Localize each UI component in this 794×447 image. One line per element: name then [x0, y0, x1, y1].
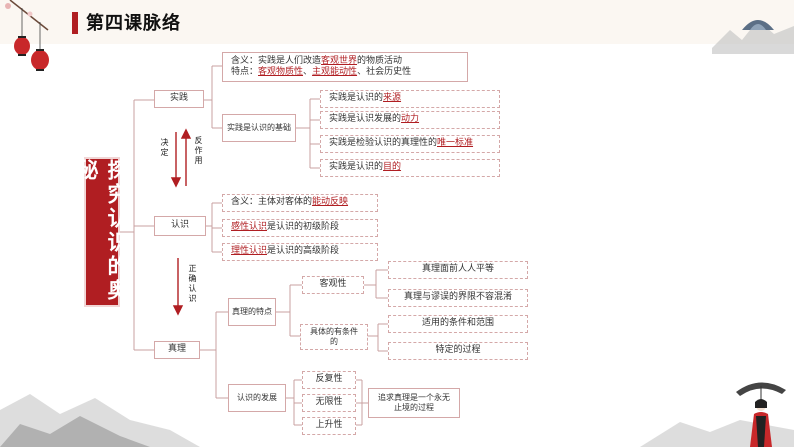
node-truth-features-label: 真理的特点 — [232, 307, 272, 316]
basis-item-standard-pre: 实践是检验认识的真理性的 — [329, 138, 438, 149]
cognition-rational-highlight: 理性认识 — [231, 246, 268, 257]
cognition-rational-post: 是认识的高级阶段 — [267, 246, 340, 257]
practice-traits-post: 、社会历史性 — [357, 67, 412, 77]
dev-item-repeatable: 反复性 — [302, 371, 356, 389]
node-concrete-line-1: 具体的有条件 — [310, 327, 358, 336]
node-practice-label: 实践 — [169, 93, 188, 104]
page-title: 第四课脉络 — [86, 13, 181, 34]
node-concrete-line-2: 的 — [330, 337, 338, 346]
dev-item-repeatable-label: 反复性 — [315, 374, 343, 385]
objective-item-boundary: 真理与谬误的界限不容混淆 — [388, 289, 528, 307]
node-objective: 客观性 — [302, 276, 364, 294]
cognition-meaning-highlight: 能动反映 — [312, 197, 349, 208]
objective-item-boundary-label: 真理与谬误的界限不容混淆 — [403, 292, 512, 303]
practice-meaning-pre: 含义：实践是人们改造 — [231, 55, 322, 66]
dev-item-infinite: 无限性 — [302, 394, 356, 412]
cognition-perceptual-highlight: 感性认识 — [231, 222, 268, 233]
node-truth: 真理 — [154, 341, 200, 359]
basis-item-purpose-highlight: 目的 — [383, 162, 402, 173]
cognition-rational: 理性认识是认识的高级阶段 — [222, 243, 378, 261]
practice-meaning-highlight: 客观世界 — [321, 55, 358, 66]
practice-traits: 特点：客观物质性、主观能动性、社会历史性 — [231, 67, 411, 78]
objective-item-equality: 真理面前人人平等 — [388, 261, 528, 279]
process-note-label: 追求真理是一个永无止境的过程 — [378, 393, 450, 412]
title-accent-bar — [72, 12, 78, 34]
cognition-perceptual: 感性认识是认识的初级阶段 — [222, 219, 378, 237]
label-decide: 决定 — [160, 138, 169, 158]
practice-traits-separator: 、 — [303, 67, 313, 77]
cognition-meaning-pre: 含义：主体对客体的 — [231, 197, 313, 208]
concrete-item-process: 特定的过程 — [388, 342, 528, 360]
cognition-perceptual-post: 是认识的初级阶段 — [267, 222, 340, 233]
practice-meaning-post: 的物质活动 — [357, 55, 403, 66]
basis-item-motive-highlight: 动力 — [401, 114, 420, 125]
concrete-item-process-label: 特定的过程 — [435, 345, 481, 356]
node-cognition-development: 认识的发展 — [228, 384, 286, 412]
basis-item-source: 实践是认识的来源 — [320, 90, 500, 108]
basis-item-source-pre: 实践是认识的 — [329, 93, 384, 104]
basis-item-standard-highlight: 唯一标准 — [437, 138, 474, 149]
practice-info-box: 含义：实践是人们改造客观世界的物质活动 特点：客观物质性、主观能动性、社会历史性 — [222, 52, 468, 82]
main-title-text: 探究认识的奥秘 — [75, 159, 129, 303]
dev-item-infinite-label: 无限性 — [315, 397, 343, 408]
dev-item-ascending-label: 上升性 — [315, 420, 343, 431]
node-truth-features: 真理的特点 — [228, 298, 276, 326]
basis-item-purpose: 实践是认识的目的 — [320, 159, 500, 177]
cognition-meaning: 含义：主体对客体的能动反映 — [222, 194, 378, 212]
basis-item-standard: 实践是检验认识的真理性的唯一标准 — [320, 135, 500, 153]
basis-item-motive: 实践是认识发展的动力 — [320, 111, 500, 129]
lantern-decoration-icon — [5, 0, 49, 71]
node-practice-basis-label: 实践是认识的基础 — [227, 123, 291, 132]
process-note-box: 追求真理是一个永无止境的过程 — [368, 388, 460, 418]
main-title-box: 探究认识的奥秘 — [75, 157, 129, 307]
header-bar — [0, 0, 794, 44]
node-truth-label: 真理 — [167, 344, 186, 355]
practice-trait-2: 主观能动性 — [312, 67, 358, 77]
node-concrete-conditional: 具体的有条件 的 — [300, 324, 368, 350]
node-cognition-development-label: 认识的发展 — [237, 393, 277, 402]
concrete-item-conditions: 适用的条件和范围 — [388, 315, 528, 333]
concrete-item-conditions-label: 适用的条件和范围 — [421, 318, 494, 329]
label-correct-cognition: 正确认识 — [188, 264, 197, 304]
figure-decoration-icon — [736, 382, 786, 447]
mountain-decoration-icon — [712, 20, 794, 54]
node-objective-label: 客观性 — [319, 279, 347, 290]
practice-meaning: 含义：实践是人们改造客观世界的物质活动 — [231, 56, 402, 67]
practice-traits-pre: 特点： — [231, 67, 259, 77]
node-practice: 实践 — [154, 90, 204, 108]
objective-item-equality-label: 真理面前人人平等 — [421, 264, 494, 275]
label-react: 反作用 — [194, 136, 203, 166]
node-cognition: 认识 — [154, 216, 206, 236]
node-practice-basis: 实践是认识的基础 — [222, 114, 296, 142]
node-cognition-label: 认识 — [170, 220, 189, 231]
practice-trait-1: 客观物质性 — [258, 67, 304, 77]
basis-item-source-highlight: 来源 — [383, 93, 402, 104]
dev-item-ascending: 上升性 — [302, 417, 356, 435]
basis-item-motive-pre: 实践是认识发展的 — [329, 114, 402, 125]
basis-item-purpose-pre: 实践是认识的 — [329, 162, 384, 173]
